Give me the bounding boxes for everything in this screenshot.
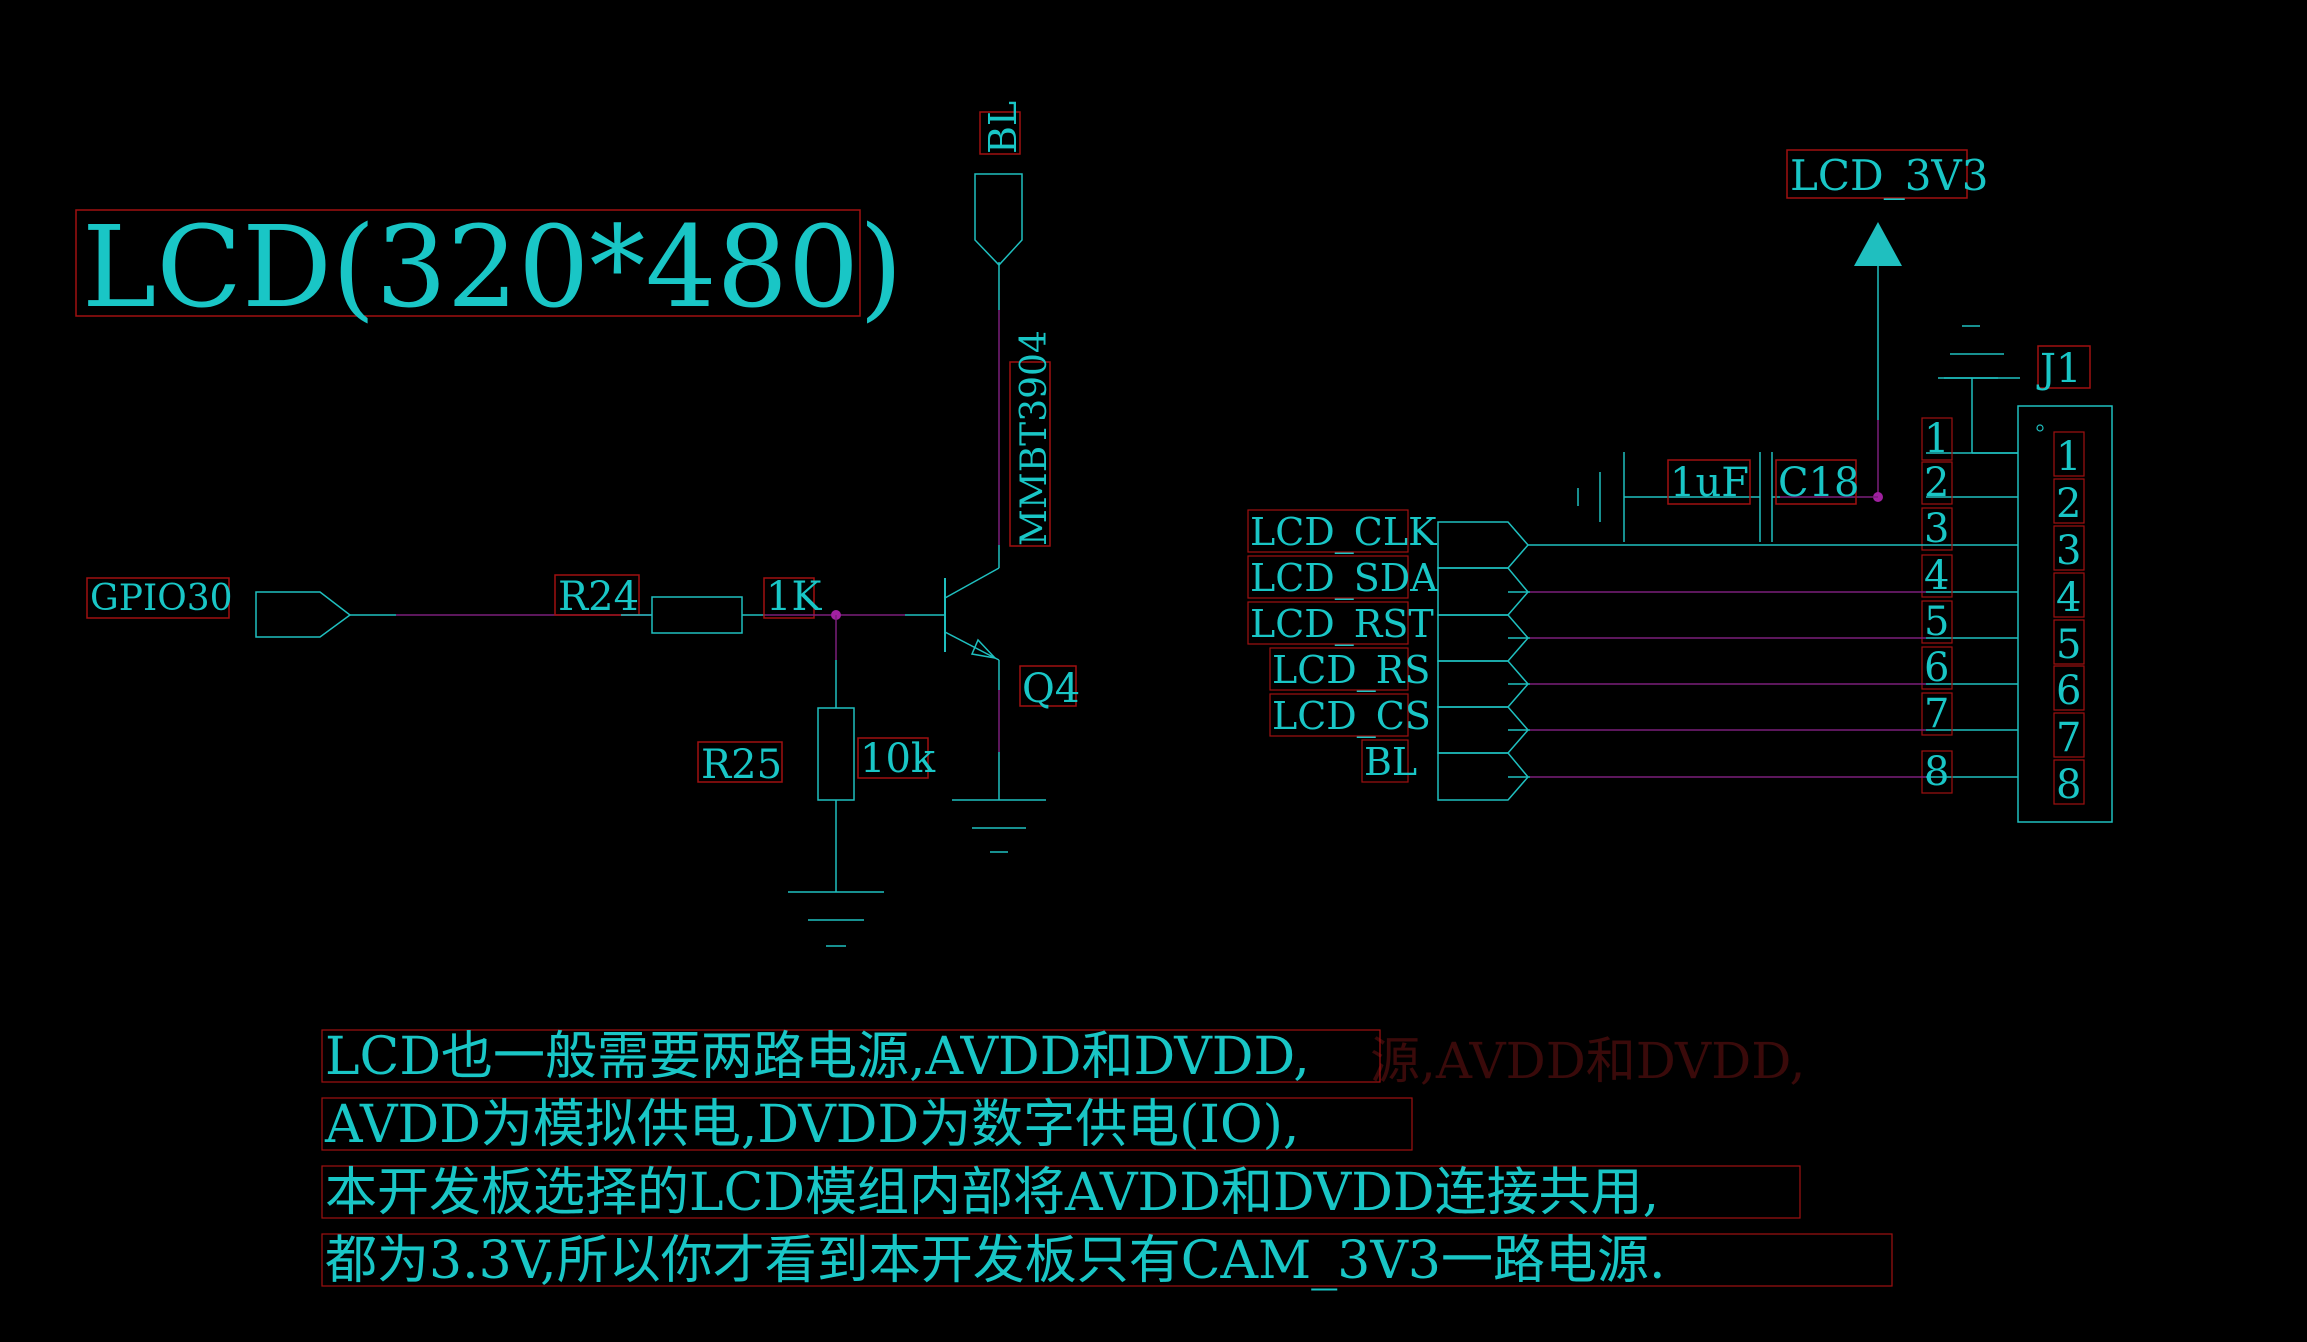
resistor-r24[interactable] <box>651 596 743 634</box>
port-lcd-rs: LCD_RS <box>1272 648 1430 693</box>
r24-label-box <box>554 574 640 616</box>
port-lcd-cs: LCD_CS <box>1272 694 1431 739</box>
cap-ref-box <box>1775 459 1857 505</box>
note-line-4: 都为3.3V,所以你才看到本开发板只有CAM_3V3一路电源. <box>325 1231 1666 1291</box>
resistor-r25[interactable] <box>817 707 855 801</box>
j1-pin-3: 3 <box>2056 528 2081 574</box>
capacitor-c18[interactable] <box>1759 452 1773 542</box>
r25-ref: R25 <box>701 742 782 788</box>
power-arrow-icon[interactable] <box>1854 222 1902 266</box>
port-lcd-rst: LCD_RST <box>1250 602 1434 647</box>
j1-pin-numbers: 1 2 3 4 5 6 7 8 <box>2053 431 2085 808</box>
transistor-q4[interactable] <box>944 545 1000 690</box>
j1-pin-1: 1 <box>2056 434 2081 480</box>
j1-pin-4: 4 <box>2056 575 2081 621</box>
bl-label-box <box>979 111 1021 155</box>
pin1-marker-icon <box>2036 424 2044 432</box>
ghost-note: 源,AVDD和DVDD, <box>1370 1032 1805 1090</box>
j1-pin-stubs <box>1926 452 2018 778</box>
wire-pin-6: 6 <box>1924 645 1949 691</box>
q4-label-box <box>1019 665 1077 707</box>
connector-j1[interactable] <box>2017 405 2113 823</box>
r24-ref: R24 <box>558 574 639 620</box>
signal-wire-stubs <box>1508 591 1530 778</box>
title-box <box>75 209 861 317</box>
ground-icon-j1 <box>1944 325 2004 379</box>
signal-port-symbols[interactable] <box>1437 521 1529 801</box>
ground-icon-q4 <box>952 799 1046 853</box>
signal-wires[interactable] <box>1530 591 1926 778</box>
wire-pin-8: 8 <box>1924 749 1949 795</box>
j1-label-box <box>2037 345 2091 389</box>
wire-pin-labels: 1 2 3 4 5 6 7 8 <box>1921 416 1953 795</box>
wire-pin-5: 5 <box>1924 599 1949 645</box>
port-lcd-sda: LCD_SDA <box>1250 556 1438 601</box>
j1-pin-8: 8 <box>2056 762 2081 808</box>
j1-pin-5: 5 <box>2056 622 2081 668</box>
note-line-2: AVDD为模拟供电,DVDD为数字供电(IO), <box>324 1095 1299 1155</box>
port-lcd-clk: LCD_CLK <box>1250 510 1437 555</box>
right-circuit: LCD_3V3 1uF C18 <box>1247 149 2113 823</box>
wire-pin-1: 1 <box>1924 416 1949 462</box>
note-line-1: LCD也一般需要两路电源,AVDD和DVDD, <box>325 1027 1310 1087</box>
cap-value-box <box>1667 459 1751 505</box>
wire-pin-7: 7 <box>1924 691 1949 737</box>
cap-ref: C18 <box>1778 460 1860 506</box>
gpio-label-box <box>86 577 230 619</box>
signal-port-labels: LCD_CLK LCD_SDA LCD_RST LCD_RS LCD_CS BL <box>1247 509 1438 784</box>
bl-port-symbol[interactable] <box>974 173 1023 267</box>
q4-part-box <box>1009 361 1051 547</box>
ground-icon-r25 <box>788 891 884 947</box>
lcd3v3-label-box <box>1786 149 1968 199</box>
j1-pin-6: 6 <box>2056 668 2081 714</box>
ground-icon-c18 <box>1577 452 1625 542</box>
wire-pin-2: 2 <box>1924 460 1949 506</box>
notes-block: 源,AVDD和DVDD, LCD也一般需要两路电源,AVDD和DVDD, AVD… <box>321 1027 1893 1291</box>
power-net-label: LCD_3V3 <box>1790 151 1988 200</box>
r24-value-box <box>763 577 815 619</box>
q4-part-number: MMBT3904 <box>1014 330 1055 546</box>
q4-ref: Q4 <box>1022 666 1080 712</box>
r24-value: 1K <box>766 574 822 620</box>
gpio-port-label: GPIO30 <box>90 578 233 619</box>
r25-value-box <box>857 737 929 779</box>
j1-pin-2: 2 <box>2056 481 2081 527</box>
port-bl: BL <box>1364 740 1417 784</box>
bl-port-label: BL <box>981 101 1025 154</box>
note-line-3: 本开发板选择的LCD模组内部将AVDD和DVDD连接共用, <box>325 1163 1659 1223</box>
r25-value: 10k <box>860 736 936 782</box>
gpio-port-symbol[interactable] <box>255 591 352 638</box>
r25-label-box <box>697 741 783 783</box>
cap-value: 1uF <box>1670 460 1749 506</box>
wire-pin-4: 4 <box>1924 553 1949 599</box>
j1-pin-7: 7 <box>2056 715 2081 761</box>
j1-ref: J1 <box>2036 346 2081 392</box>
wire-pin-3: 3 <box>1924 506 1949 552</box>
left-circuit: GPIO30 R24 1K R25 10k <box>86 101 1080 947</box>
page-title: LCD(320*480) <box>82 203 903 333</box>
